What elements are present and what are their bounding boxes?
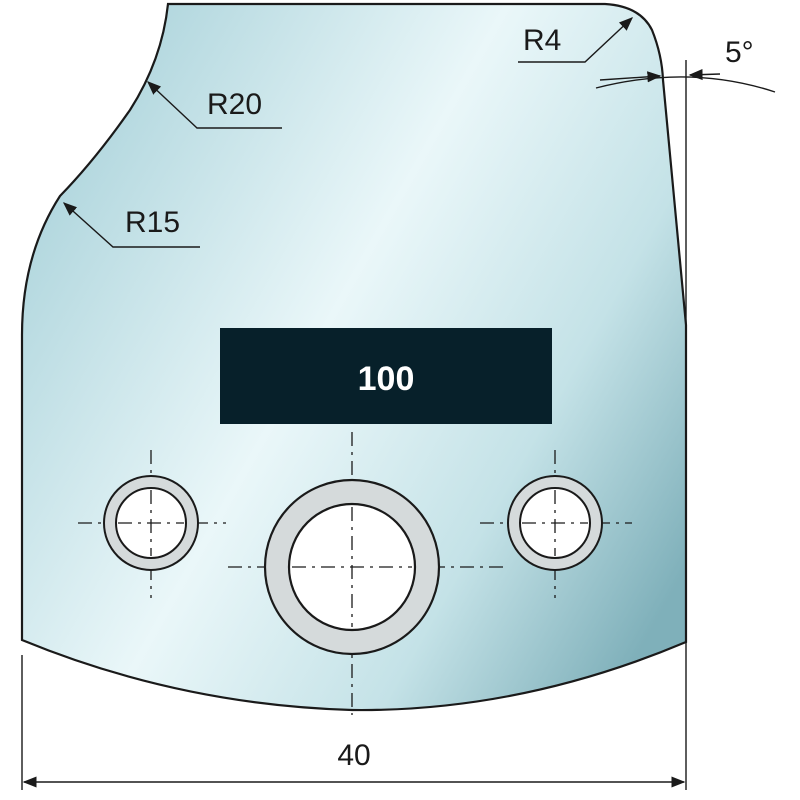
leader-r20 (146, 81, 282, 129)
radius-r15-label: R15 (125, 206, 180, 239)
number-plate (220, 328, 552, 424)
angle-arrow-right (688, 68, 721, 81)
hole-right (507, 475, 603, 571)
angle-arrow-left (599, 71, 662, 83)
dimension-angle-label: 5° (725, 36, 754, 69)
dimension-width-label: 40 (337, 739, 370, 772)
hole-main (263, 478, 441, 656)
angle-arc (595, 76, 776, 93)
radius-r4-label: R4 (523, 24, 561, 57)
plate-number: 100 (358, 360, 415, 398)
hole-left (103, 475, 199, 571)
leader-r4 (518, 17, 634, 63)
radius-r20-label: R20 (207, 88, 262, 121)
leader-r15 (62, 202, 200, 248)
